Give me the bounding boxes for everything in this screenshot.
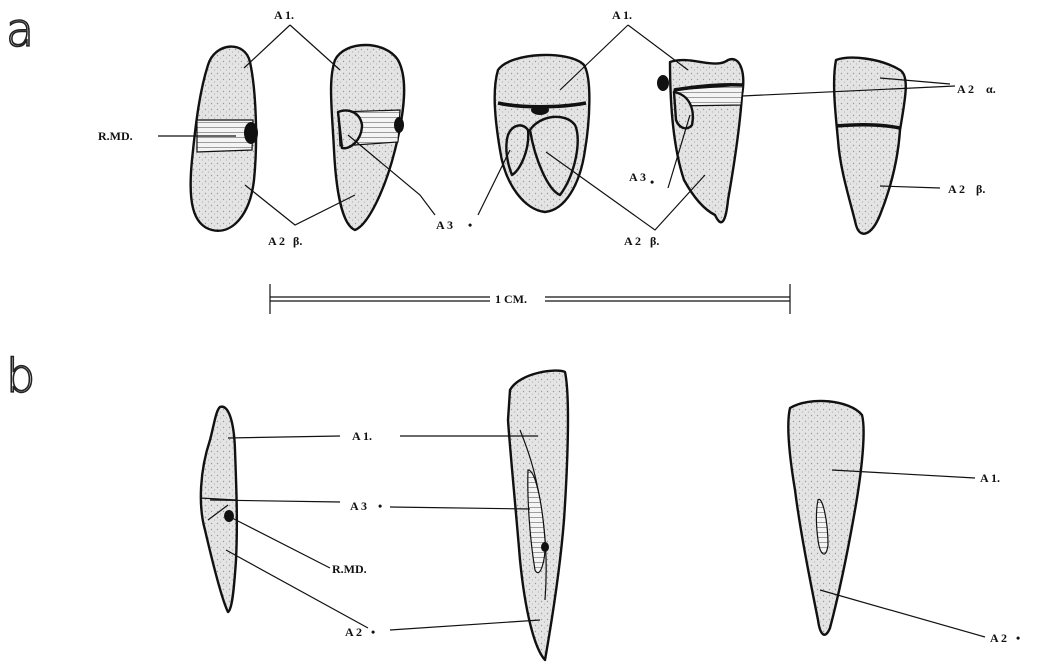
label-b-rmd: R.MD.: [332, 562, 367, 576]
tooth-a3: [495, 55, 590, 212]
leader-lines-b: [210, 436, 985, 637]
dot-marker: •: [371, 625, 375, 639]
svg-text:A 2: A 2: [948, 182, 965, 196]
label-b-a1-right: A 1.: [980, 471, 1000, 485]
label-b-a2-right: A 2: [990, 631, 1007, 645]
tooth-a2: [331, 45, 404, 230]
tooth-a1: [191, 47, 258, 231]
label-rmd-a: R.MD.: [98, 129, 133, 143]
scale-label: 1 CM.: [495, 292, 527, 306]
label-b-a3: A 3: [350, 499, 367, 513]
dot-marker: •: [468, 218, 472, 232]
svg-text:A 2: A 2: [624, 234, 641, 248]
label-b-a2-left: A 2: [345, 625, 362, 639]
dot-marker: •: [1016, 631, 1020, 645]
svg-text:β.: β.: [650, 234, 659, 248]
dot-marker: •: [650, 175, 654, 189]
label-a2-beta-right: A 2 β.: [948, 182, 985, 196]
label-a2-beta-left: A 2 β.: [268, 234, 302, 248]
tooth-a5: [834, 58, 906, 234]
label-a1-center: A 1.: [612, 8, 632, 22]
label-b-a1-mid: A 1.: [352, 429, 372, 443]
svg-text:β.: β.: [293, 234, 302, 248]
tooth-a4: [657, 59, 743, 222]
panel-label-b: b: [6, 349, 35, 403]
label-a3-a-right: A 3: [629, 170, 646, 184]
svg-text:β.: β.: [976, 182, 985, 196]
label-a3-a-left: A 3: [436, 218, 453, 232]
tooth-b2: [508, 371, 568, 660]
label-a2-alpha: A 2 α.: [957, 82, 996, 96]
svg-text:A 2: A 2: [268, 234, 285, 248]
dot-marker: •: [378, 499, 382, 513]
panel-label-a: a: [6, 3, 34, 57]
svg-text:A 2: A 2: [957, 82, 974, 96]
scale-bar: [270, 284, 790, 314]
label-a1-left: A 1.: [274, 8, 294, 22]
svg-text:α.: α.: [986, 82, 996, 96]
label-a2-beta-mid: A 2 β.: [624, 234, 659, 248]
